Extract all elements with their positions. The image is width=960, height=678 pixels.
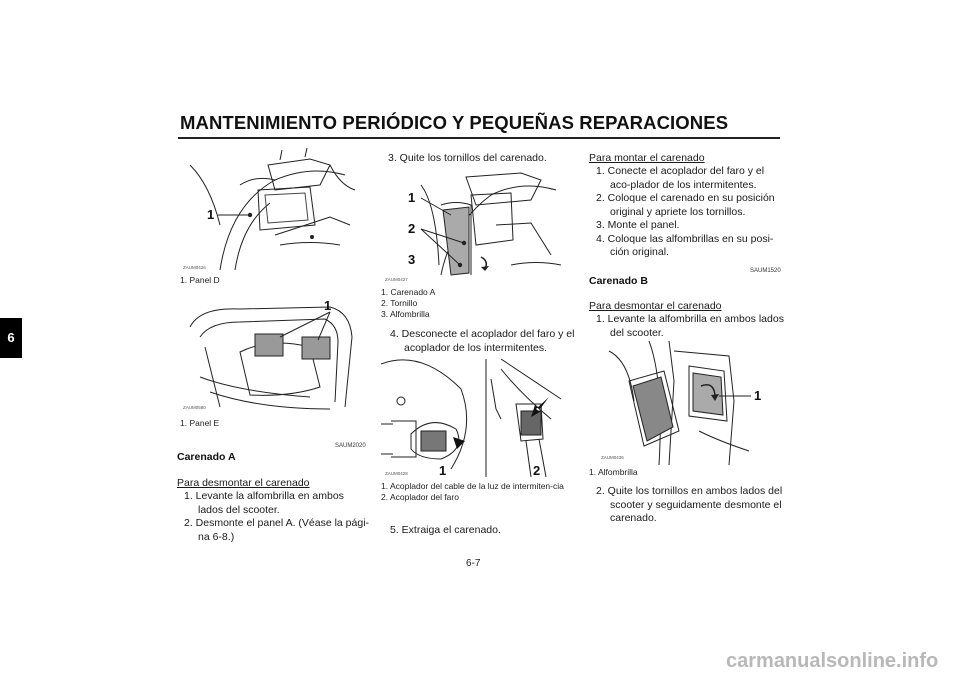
callout-1: 1 <box>408 190 415 205</box>
section-heading: Carenado B <box>589 275 648 287</box>
caption-alfombrilla: 1. Alfombrilla <box>589 467 638 477</box>
caption-item: 2. Tornillo <box>381 298 418 308</box>
step-5: 5. Extraiga el carenado. <box>390 524 501 536</box>
figure-code: ZAUM0426 <box>183 265 206 270</box>
figure-code: ZAUM0580 <box>183 405 206 410</box>
step-3: 3. Quite los tornillos del carenado. <box>388 152 547 164</box>
figure-code: ZAUM0436 <box>601 455 624 460</box>
list-item: 1. Levante la alfombrilla en ambos lados… <box>184 490 344 516</box>
chapter-tab: 6 <box>0 318 22 358</box>
callout-2: 2 <box>408 221 415 236</box>
list-item: 2. Desmonte el panel A. (Véase la pági-n… <box>184 517 370 543</box>
step-list-desmontar-a: 1. Levante la alfombrilla en ambos lados… <box>596 313 784 340</box>
caption-item: 1. Acoplador del cable de la luz de inte… <box>381 481 564 491</box>
section-heading: Carenado A <box>177 451 236 463</box>
caption-panel-e: 1. Panel E <box>180 418 220 428</box>
list-item: 1. Conecte el acoplador del faro y el ac… <box>596 165 765 191</box>
figure-carenado-a: 1 2 3 ZAUM0427 <box>381 165 563 283</box>
figure-code: ZAUM0428 <box>385 471 408 476</box>
caption-item: 1. Carenado A <box>381 287 436 297</box>
subheading-montar: Para montar el carenado <box>589 152 705 164</box>
callout-3: 3 <box>408 252 415 267</box>
page-number: 6-7 <box>466 558 481 569</box>
callout-1: 1 <box>439 463 446 477</box>
list-item: 3. Monte el panel. <box>596 219 680 231</box>
subheading: Para desmontar el carenado <box>177 477 310 489</box>
step-list-montar: 1. Conecte el acoplador del faro y el ac… <box>596 165 784 260</box>
step-list-desmontar-b: 2. Quite los tornillos en ambos lados de… <box>596 485 784 526</box>
captions-carenado-a: 1. Carenado A 2. Tornillo 3. Alfombrilla <box>381 287 435 320</box>
title-rule <box>178 137 780 139</box>
captions-acopladores: 1. Acoplador del cable de la luz de inte… <box>381 481 571 503</box>
callout-1: 1 <box>754 388 761 403</box>
step-4: 4. Desconecte el acoplador del faro y el… <box>390 328 575 354</box>
reference-code: SAUM2020 <box>335 443 366 449</box>
list-item: 2. Coloque el carenado en su posición or… <box>596 192 775 218</box>
figure-alfombrilla: 1 ZAUM0436 <box>589 341 769 465</box>
caption-item: 2. Acoplador del faro <box>381 492 459 502</box>
figure-panel-e: 1 ZAUM0580 <box>180 297 360 413</box>
callout-1: 1 <box>324 298 331 313</box>
list-item: 4. Coloque las alfombrillas en su posi-c… <box>596 232 774 259</box>
subheading-desmontar: Para desmontar el carenado <box>589 300 722 312</box>
list-item: 2. Quite los tornillos en ambos lados de… <box>596 485 783 524</box>
page-title: MANTENIMIENTO PERIÓDICO Y PEQUEÑAS REPAR… <box>180 112 729 133</box>
reference-code: SAUM1520 <box>750 268 781 274</box>
figure-acopladores: 1 2 ZAUM0428 <box>381 359 563 477</box>
watermark: carmanualsonline.info <box>726 650 939 672</box>
figure-code: ZAUM0427 <box>385 277 408 282</box>
list-item: 1. Levante la alfombrilla en ambos lados… <box>596 313 784 339</box>
caption-panel-d: 1. Panel D <box>180 275 220 285</box>
step-list: 1. Levante la alfombrilla en ambos lados… <box>184 490 370 544</box>
callout-2: 2 <box>533 463 540 477</box>
figure-panel-d: 1 ZAUM0426 <box>180 145 360 272</box>
callout-1: 1 <box>207 207 214 222</box>
caption-item: 3. Alfombrilla <box>381 309 430 319</box>
